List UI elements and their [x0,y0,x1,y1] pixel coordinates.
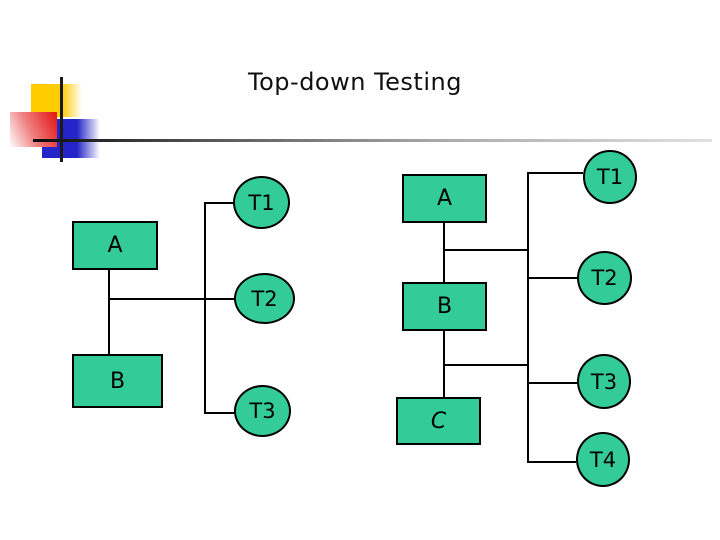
right-module-a-label: A [436,186,453,211]
right-stub-t2-label: T2 [591,266,618,290]
left-module-b-label: B [109,368,126,394]
left-line-a-to-b [108,270,110,360]
right-stub-circle-t4: T4 [576,432,630,487]
left-stub-circle-t1: T1 [233,176,290,229]
left-stub-circle-t2: T2 [234,273,295,324]
left-bus-line [204,202,206,414]
right-module-c-label: C [430,408,447,434]
right-line-a-to-b [443,223,445,282]
left-line-bus-to-t3 [204,412,235,414]
right-stub-circle-t1: T1 [583,150,637,204]
right-stub-circle-t3: T3 [577,354,631,409]
left-module-a-label: A [107,233,123,258]
right-line-bus-to-t4 [527,461,576,463]
right-line-bus-to-t2 [527,277,577,279]
right-stub-t4-label: T4 [589,447,617,472]
logo-vertical-line [60,77,63,162]
left-line-a-to-bus [108,298,235,300]
left-stub-t1-label: T1 [248,190,275,215]
left-module-box-a: A [72,221,158,270]
slide-title: Top-down Testing [248,68,462,96]
right-stub-t1-label: T1 [596,165,624,189]
right-module-b-label: B [436,294,453,319]
right-stub-circle-t2: T2 [577,251,632,305]
right-line-bus-to-t3 [527,382,577,384]
right-stub-t3-label: T3 [590,369,618,394]
right-line-b-to-bus [443,364,529,366]
right-module-box-b: B [402,282,487,331]
right-line-bus-to-t1 [527,172,583,174]
left-stub-t3-label: T3 [249,399,276,423]
left-stub-circle-t3: T3 [234,385,291,437]
logo-yellow-square [31,84,82,117]
right-module-box-a: A [402,174,487,223]
left-module-box-b: B [72,354,163,408]
right-bus-line [527,172,529,463]
left-line-bus-to-t1 [204,202,234,204]
left-stub-t2-label: T2 [251,286,278,311]
right-line-a-to-bus [443,249,529,251]
right-module-box-c: C [396,397,481,445]
title-divider-line [33,139,712,142]
